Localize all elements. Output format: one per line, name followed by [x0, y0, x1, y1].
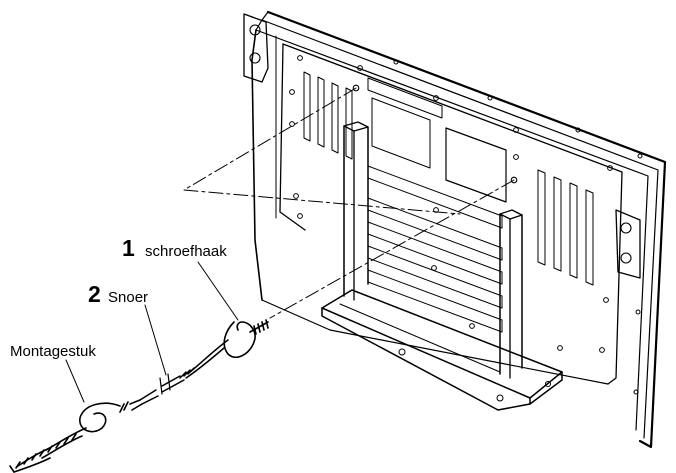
cord-number-label: 2: [88, 281, 101, 307]
tv-stand: [321, 121, 563, 411]
cord-name-label: Snoer: [108, 289, 148, 306]
alignment-guides: [183, 87, 515, 319]
screw-hook-icon: [223, 319, 269, 358]
wall-mount-icon: [9, 399, 143, 473]
tv-rear-panel: [243, 10, 667, 449]
mount-name-label: Montagestuk: [10, 343, 96, 360]
leader-lines: [65, 261, 239, 403]
hook-name-label: schroefhaak: [145, 243, 227, 260]
hook-number-label: 1: [122, 235, 135, 261]
cord-icon: [139, 339, 229, 405]
